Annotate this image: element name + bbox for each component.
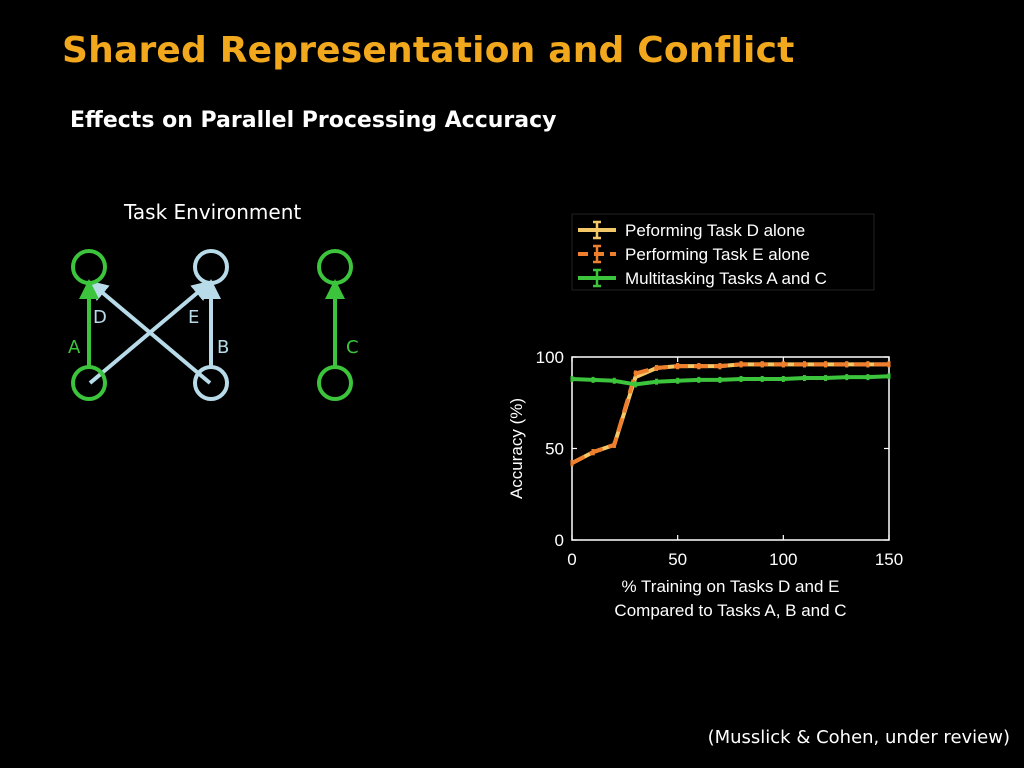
x-axis-label: % Training on Tasks D and E xyxy=(622,577,840,596)
output-node-c xyxy=(317,249,353,285)
legend-label: Multitasking Tasks A and C xyxy=(625,269,827,288)
output-node-a xyxy=(71,249,107,285)
legend-box xyxy=(571,213,875,291)
y-tick-label: 50 xyxy=(545,440,564,459)
label-e: E xyxy=(188,307,199,328)
input-node-a xyxy=(71,365,107,401)
input-node-c xyxy=(317,365,353,401)
series-line xyxy=(571,374,890,387)
plot-frame xyxy=(571,356,890,541)
y-tick-label: 100 xyxy=(536,348,564,367)
citation: (Musslick & Cohen, under review) xyxy=(707,727,1010,748)
y-tick-label: 0 xyxy=(555,531,564,550)
input-node-b xyxy=(193,365,229,401)
legend-label: Peforming Task D alone xyxy=(625,221,805,240)
label-a: A xyxy=(68,337,81,358)
diagram-title: Task Environment xyxy=(123,200,301,224)
x-tick-label: 50 xyxy=(668,550,687,569)
slide-title: Shared Representation and Conflict xyxy=(62,30,795,71)
x-axis-label: Compared to Tasks A, B and C xyxy=(614,601,846,620)
x-tick-label: 150 xyxy=(875,550,903,569)
arrow-task-d xyxy=(87,280,212,385)
x-tick-label: 0 xyxy=(567,550,576,569)
label-c: C xyxy=(346,337,359,358)
label-b: B xyxy=(217,337,229,358)
legend-label: Performing Task E alone xyxy=(625,245,810,264)
slide-subtitle: Effects on Parallel Processing Accuracy xyxy=(70,108,557,133)
series-line xyxy=(571,362,889,465)
task-environment-diagram: Task Environment D E A B C xyxy=(68,200,359,401)
x-tick-label: 100 xyxy=(769,550,797,569)
label-d: D xyxy=(93,307,107,328)
chart-plot-area: 0 50 100 150 0 50 100 % Training on Tasks D and… xyxy=(507,348,903,620)
output-node-b xyxy=(193,249,229,285)
y-axis-label: Accuracy (%) xyxy=(507,398,526,499)
